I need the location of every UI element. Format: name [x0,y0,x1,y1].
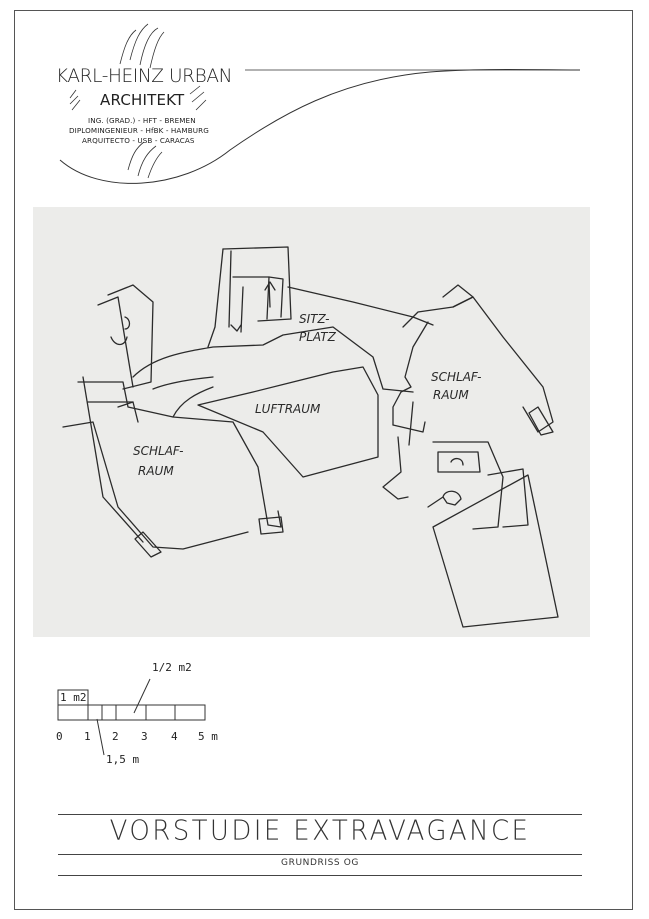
scale-tick: 3 [141,730,148,743]
room-label-schlafraum-right: RAUM [433,388,469,402]
architect-name: KARL-HEINZ URBAN [56,66,233,87]
room-label-luftraum: LUFTRAUM [255,402,321,416]
room-label-schlafraum-right: SCHLAF- [431,370,482,384]
logo-graphic [59,23,581,184]
title-rule [58,875,582,876]
floor-plan-drawing: SITZ- PLATZ LUFTRAUM SCHLAF- RAUM SCHLAF… [62,246,559,628]
drawing-title: VORSTUDIE EXTRAVAGANCE [109,815,531,847]
scale-tick: 0 [56,730,63,743]
sheet-border [14,10,633,910]
room-label-schlafraum-left: SCHLAF- [133,444,184,458]
scale-tick: 5 m [198,730,218,743]
scale-tick: 1 [84,730,91,743]
title-rule [58,814,582,815]
credential-line: DIPLOMINGENIEUR - HfBK - HAMBURG [69,126,209,135]
credential-line: ING. (GRAD.) - HFT - BREMEN [88,116,196,125]
drawing-subtitle: GRUNDRISS OG [281,858,359,868]
scale-label-one-half: 1,5 m [106,753,139,766]
architect-logo: KARL-HEINZ URBAN ARCHITEKT ING. (GRAD.) … [40,20,600,200]
credential-line: ARQUITECTO - USB - CARACAS [82,136,195,145]
architect-title: ARCHITEKT [100,91,185,109]
room-label-schlafraum-left: RAUM [138,464,174,478]
title-rule [58,854,582,855]
scale-tick: 2 [112,730,119,743]
room-label-sitzplatz: SITZ- [299,312,329,326]
scale-bar: 1/2 m2 1 m2 0 1 2 3 4 5 m 1,5 m [56,661,218,766]
room-label-sitzplatz: PLATZ [299,330,337,344]
scale-tick: 4 [171,730,178,743]
title-block: VORSTUDIE EXTRAVAGANCE GRUNDRISS OG [58,812,582,882]
scale-label-one: 1 m2 [60,691,87,704]
scale-label-half: 1/2 m2 [152,661,192,674]
floor-plan-sketch: SITZ- PLATZ LUFTRAUM SCHLAF- RAUM SCHLAF… [33,207,590,637]
